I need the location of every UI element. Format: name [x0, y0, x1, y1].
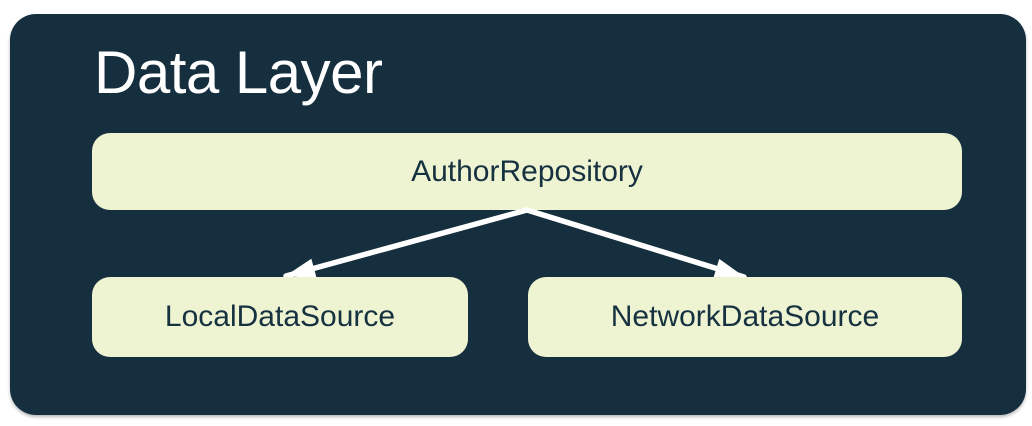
node-network-data-source-label: NetworkDataSource — [610, 300, 880, 333]
node-network-data-source: NetworkDataSource — [528, 277, 962, 357]
node-local-data-source: LocalDataSource — [92, 277, 468, 357]
node-author-repository: AuthorRepository — [92, 133, 962, 210]
data-layer-title: Data Layer — [94, 39, 383, 106]
node-local-data-source-label: LocalDataSource — [164, 300, 396, 333]
data-layer-container: Data Layer AuthorRepository LocalDataSou… — [10, 14, 1026, 415]
node-author-repository-label: AuthorRepository — [411, 154, 643, 188]
arrow-repository-to-network — [524, 207, 747, 280]
arrow-repository-to-local — [283, 207, 530, 279]
